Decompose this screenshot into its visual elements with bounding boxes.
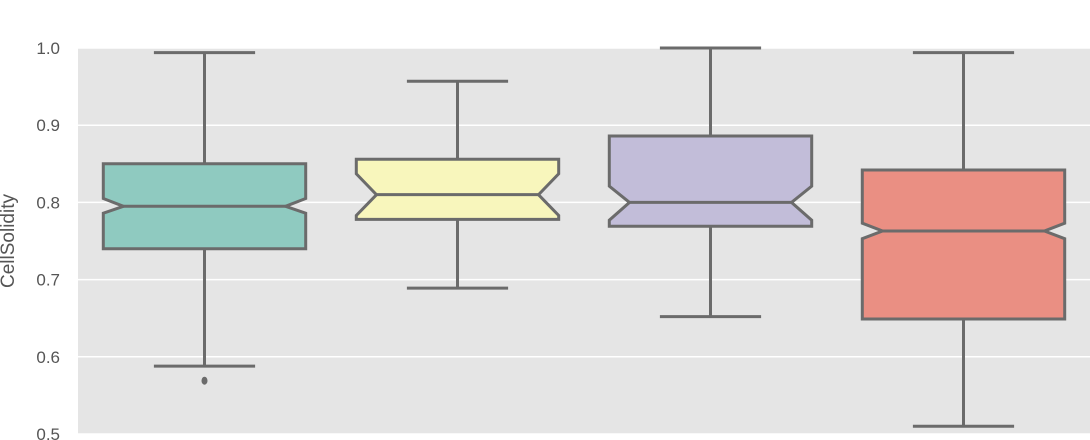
box-4 <box>860 51 1067 428</box>
y-tick-label-4: 0.9 <box>36 116 60 135</box>
box-2 <box>354 79 561 290</box>
y-tick-label-3: 0.8 <box>36 193 60 212</box>
y-tick-label-1: 0.6 <box>36 348 60 367</box>
box-1-flier-1 <box>201 376 208 385</box>
boxes <box>101 46 1067 428</box>
box-2-body <box>354 157 561 221</box>
box-1 <box>101 51 308 385</box>
box-3 <box>607 46 814 319</box>
y-tick-labels: 0.5 0.6 0.7 0.8 0.9 1.0 <box>36 39 60 440</box>
box-4-body <box>860 168 1067 321</box>
y-tick-label-0: 0.5 <box>36 425 60 440</box>
y-tick-label-2: 0.7 <box>36 271 60 290</box>
y-tick-label-5: 1.0 <box>36 39 60 58</box>
y-axis-label: CellSolidity <box>0 194 19 288</box>
box-3-body <box>607 134 814 228</box>
